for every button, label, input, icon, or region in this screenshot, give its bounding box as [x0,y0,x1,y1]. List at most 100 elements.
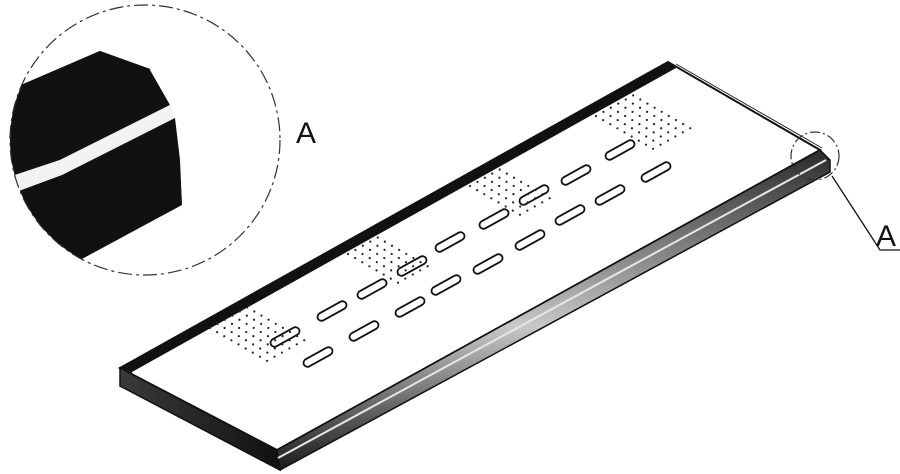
grid-dot [609,114,612,118]
grid-dot [519,188,522,192]
grid-dot [361,261,364,264]
grid-dot [602,110,605,113]
grid-dot [519,197,522,200]
grid-dot [652,139,655,142]
grid-dot [245,322,248,325]
grid-dot [390,269,393,272]
grid-dot [617,102,620,105]
grid-dot [244,347,247,350]
grid-dot [223,318,226,321]
grid-dot [383,248,386,251]
grid-dot [476,189,479,192]
grid-dot [369,240,372,243]
grid-dot [594,114,598,118]
grid-dot [260,322,263,325]
grid-dot [623,131,626,134]
grid-dot [644,143,648,146]
slot-group [269,139,672,368]
grid-dot [390,261,393,264]
grid-dot [631,102,634,105]
grid-dot [390,244,394,247]
grid-dot [398,248,401,251]
slot-hole [604,139,636,161]
grid-dot [632,94,635,97]
grid-dot [361,244,364,247]
grid-dot [541,193,544,196]
grid-dot [223,335,226,338]
grid-dot [405,252,408,256]
grid-dot [245,314,248,317]
grid-dot [361,252,364,256]
grid-dot [281,335,284,338]
grid-dot [526,209,529,212]
grid-dot [230,330,233,334]
grid-dot [630,127,634,130]
slot-hole [430,274,462,296]
grid-dot [674,118,678,122]
grid-dot [273,347,276,350]
grid-dot [375,269,378,272]
grid-dot [238,326,241,330]
grid-dot [267,318,270,321]
grid-dot [419,261,422,264]
grid-dot [682,122,685,126]
callout-circle [790,131,840,181]
grid-dot [274,330,277,334]
grid-dot [383,256,386,260]
grid-dot [609,123,612,126]
grid-dot [616,118,619,122]
grid-dot [483,193,486,196]
grid-dot [666,139,670,142]
grid-dot [252,326,255,330]
grid-dot [245,330,248,334]
grid-dot [476,180,479,183]
grid-dot [681,131,684,134]
grid-dot [652,131,655,134]
plate-top-face [117,60,823,452]
grid-dot [238,310,241,313]
grid-dot [504,205,507,208]
grid-dot [260,314,263,317]
grid-dot [659,143,662,146]
grid-dot [526,193,530,196]
grid-dot [295,343,298,346]
grid-dot [426,265,429,268]
detail-view-a [9,4,281,276]
grid-dot [602,119,605,122]
grid-dot [244,339,248,342]
slot-hole [434,231,466,253]
grid-dot [548,197,551,200]
grid-dot [646,102,649,105]
grid-dot [251,351,254,354]
grid-dot [237,335,240,338]
grid-dot [490,197,493,200]
grid-dot [266,343,269,346]
edge-reference-line [675,63,823,149]
grid-dot [512,184,515,188]
grid-dot [274,322,277,325]
grid-dot [645,127,648,130]
grid-dot [216,331,219,334]
grid-dot [468,184,472,188]
grid-dot [616,127,619,130]
grid-dot [637,139,640,142]
grid-dot [490,180,494,183]
grid-dot [253,310,256,313]
grid-dot [504,197,508,200]
grid-dot [280,351,284,354]
slot-hole [356,278,388,300]
grid-dot [223,326,226,330]
grid-dot [624,98,627,101]
grid-dot [483,176,486,179]
grid-dot [674,135,677,138]
grid-dot [252,318,256,321]
grid-dot [527,184,530,188]
grid-dot [638,114,641,118]
grid-dot [376,236,379,239]
detail-label: A [296,117,316,150]
dot-group [208,94,692,362]
grid-dot [520,180,523,183]
plate-side-face [119,366,281,472]
plate [117,60,831,472]
